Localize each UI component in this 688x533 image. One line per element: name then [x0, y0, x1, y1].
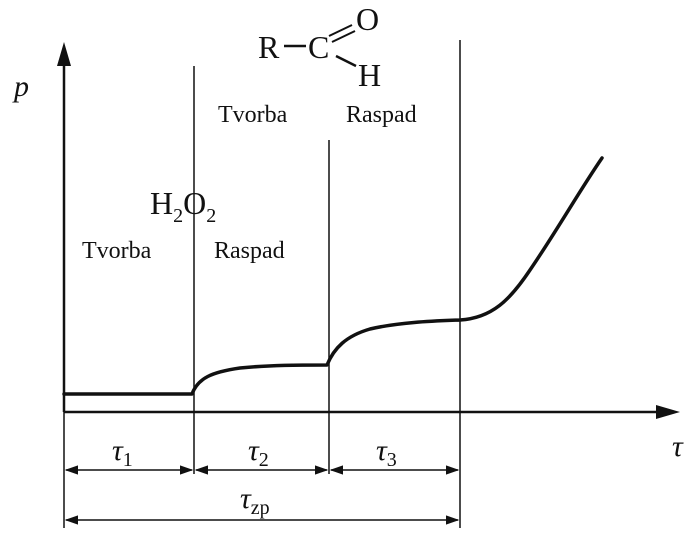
aldehyde-r: R — [258, 29, 280, 65]
x-axis-label: τ — [672, 430, 684, 463]
label-h2o2-decay: Raspad — [214, 238, 285, 264]
label-aldehyde-formation: Tvorba — [218, 102, 288, 128]
tau3-label: τ3 — [376, 434, 397, 471]
aldehyde-formula: R C O H — [258, 1, 381, 93]
y-axis-arrowhead — [57, 42, 71, 66]
label-aldehyde-decay: Raspad — [346, 102, 417, 128]
aldehyde-c: C — [308, 29, 329, 65]
aldehyde-o: O — [356, 1, 379, 37]
tau1-label: τ1 — [112, 434, 133, 471]
h2o2-formula: H2O2 — [150, 185, 216, 227]
aldehyde-double-bond-a — [328, 24, 353, 37]
x-axis-arrowhead — [656, 405, 680, 419]
tau-zp-label: τzp — [240, 482, 270, 519]
tau2-label: τ2 — [248, 434, 269, 471]
y-axis-label: p — [12, 70, 29, 103]
pressure-curve — [62, 156, 604, 396]
aldehyde-c-h-bond — [335, 54, 357, 68]
aldehyde-h: H — [358, 57, 381, 93]
label-h2o2-formation: Tvorba — [82, 238, 152, 264]
aldehyde-double-bond-b — [331, 30, 356, 43]
